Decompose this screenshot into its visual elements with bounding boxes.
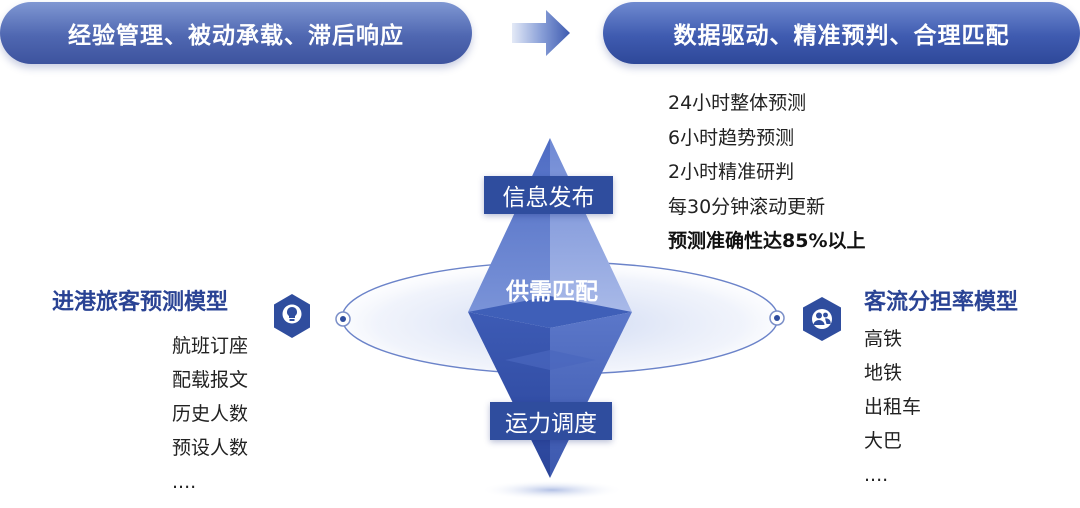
capacity-dispatch-label: 运力调度 <box>490 402 612 440</box>
list-item: 高铁 <box>864 328 903 350</box>
forecast-list: 24小时整体预测 6小时趋势预测 2小时精准研判 每30分钟滚动更新 预测准确性… <box>668 86 865 259</box>
list-item: 配载报文 <box>172 369 249 391</box>
list-item: 每30分钟滚动更新 <box>668 195 826 218</box>
list-item: .... <box>172 471 197 493</box>
left-model-list: 航班订座 配载报文 历史人数 预设人数 .... <box>172 329 248 499</box>
list-item: 航班订座 <box>172 335 249 357</box>
header-banner-left: 经验管理、被动承载、滞后响应 <box>0 2 472 64</box>
header-banner-right: 数据驱动、精准预判、合理匹配 <box>603 2 1080 64</box>
header-banner-left-text: 经验管理、被动承载、滞后响应 <box>68 23 404 49</box>
ring-dot-right <box>769 310 785 326</box>
supply-demand-match-label: 供需匹配 <box>506 279 598 305</box>
arrow-right-icon <box>512 10 570 56</box>
ring-dot-left <box>335 311 351 327</box>
pyramid-lower-facet <box>505 350 596 370</box>
capacity-dispatch-text: 运力调度 <box>505 411 597 437</box>
forecast-highlight: 预测准确性达85%以上 <box>668 230 866 252</box>
list-item: .... <box>864 464 889 486</box>
list-item: 24小时整体预测 <box>668 92 807 114</box>
right-model-title: 客流分担率模型 <box>864 290 1019 315</box>
left-model-title: 进港旅客预测模型 <box>52 290 229 315</box>
list-item: 大巴 <box>864 430 903 452</box>
header-banner-right-text: 数据驱动、精准预判、合理匹配 <box>673 23 1010 49</box>
list-item: 2小时精准研判 <box>668 161 795 183</box>
list-item: 出租车 <box>864 396 922 418</box>
lightbulb-icon <box>274 294 310 338</box>
diamond-shadow <box>480 480 624 500</box>
right-model-list: 高铁 地铁 出租车 大巴 .... <box>864 322 921 492</box>
list-item: 预设人数 <box>172 437 249 459</box>
info-release-label: 信息发布 <box>484 176 613 214</box>
list-item: 6小时趋势预测 <box>668 126 795 149</box>
info-release-text: 信息发布 <box>502 185 595 211</box>
users-icon <box>803 297 841 341</box>
list-item: 历史人数 <box>172 403 249 425</box>
list-item: 地铁 <box>864 362 903 384</box>
